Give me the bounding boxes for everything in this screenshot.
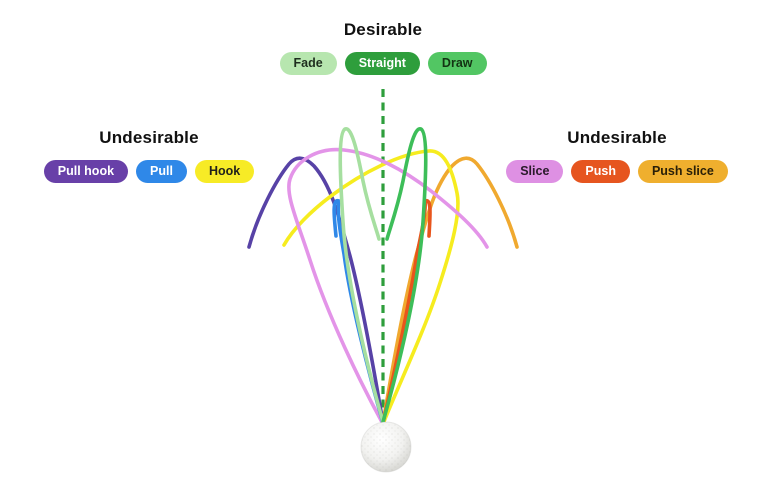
- undesirable-right-group: Undesirable Slice Push Push slice: [506, 128, 728, 183]
- slice-curve: [287, 147, 489, 426]
- pill-pull: Pull: [136, 160, 187, 183]
- pill-slice: Slice: [506, 160, 564, 183]
- pill-draw: Draw: [427, 52, 487, 75]
- draw-curve: [381, 127, 428, 424]
- desirable-group: Desirable Fade Straight Draw: [263, 20, 503, 75]
- pill-pull-hook: Pull hook: [43, 160, 129, 183]
- fade-curve: [338, 127, 385, 424]
- golf-ball: [360, 421, 412, 473]
- pull-hook-curve: [247, 156, 385, 425]
- undesirable-left-pill-row: Pull hook Pull Hook: [40, 160, 258, 183]
- pill-hook: Hook: [194, 160, 255, 183]
- pill-straight: Straight: [344, 52, 420, 75]
- pill-push-slice: Push slice: [637, 160, 728, 183]
- push-curve: [381, 199, 432, 425]
- desirable-title: Desirable: [343, 20, 423, 39]
- desirable-pill-row: Fade Straight Draw: [263, 52, 503, 75]
- pill-fade: Fade: [279, 52, 337, 75]
- hook-curve: [282, 149, 460, 426]
- pill-push: Push: [571, 160, 630, 183]
- undesirable-right-title: Undesirable: [567, 128, 667, 147]
- undesirable-left-title: Undesirable: [99, 128, 199, 147]
- push-slice-curve: [381, 156, 519, 425]
- undesirable-right-pill-row: Slice Push Push slice: [506, 160, 728, 183]
- undesirable-left-group: Undesirable Pull hook Pull Hook: [40, 128, 258, 183]
